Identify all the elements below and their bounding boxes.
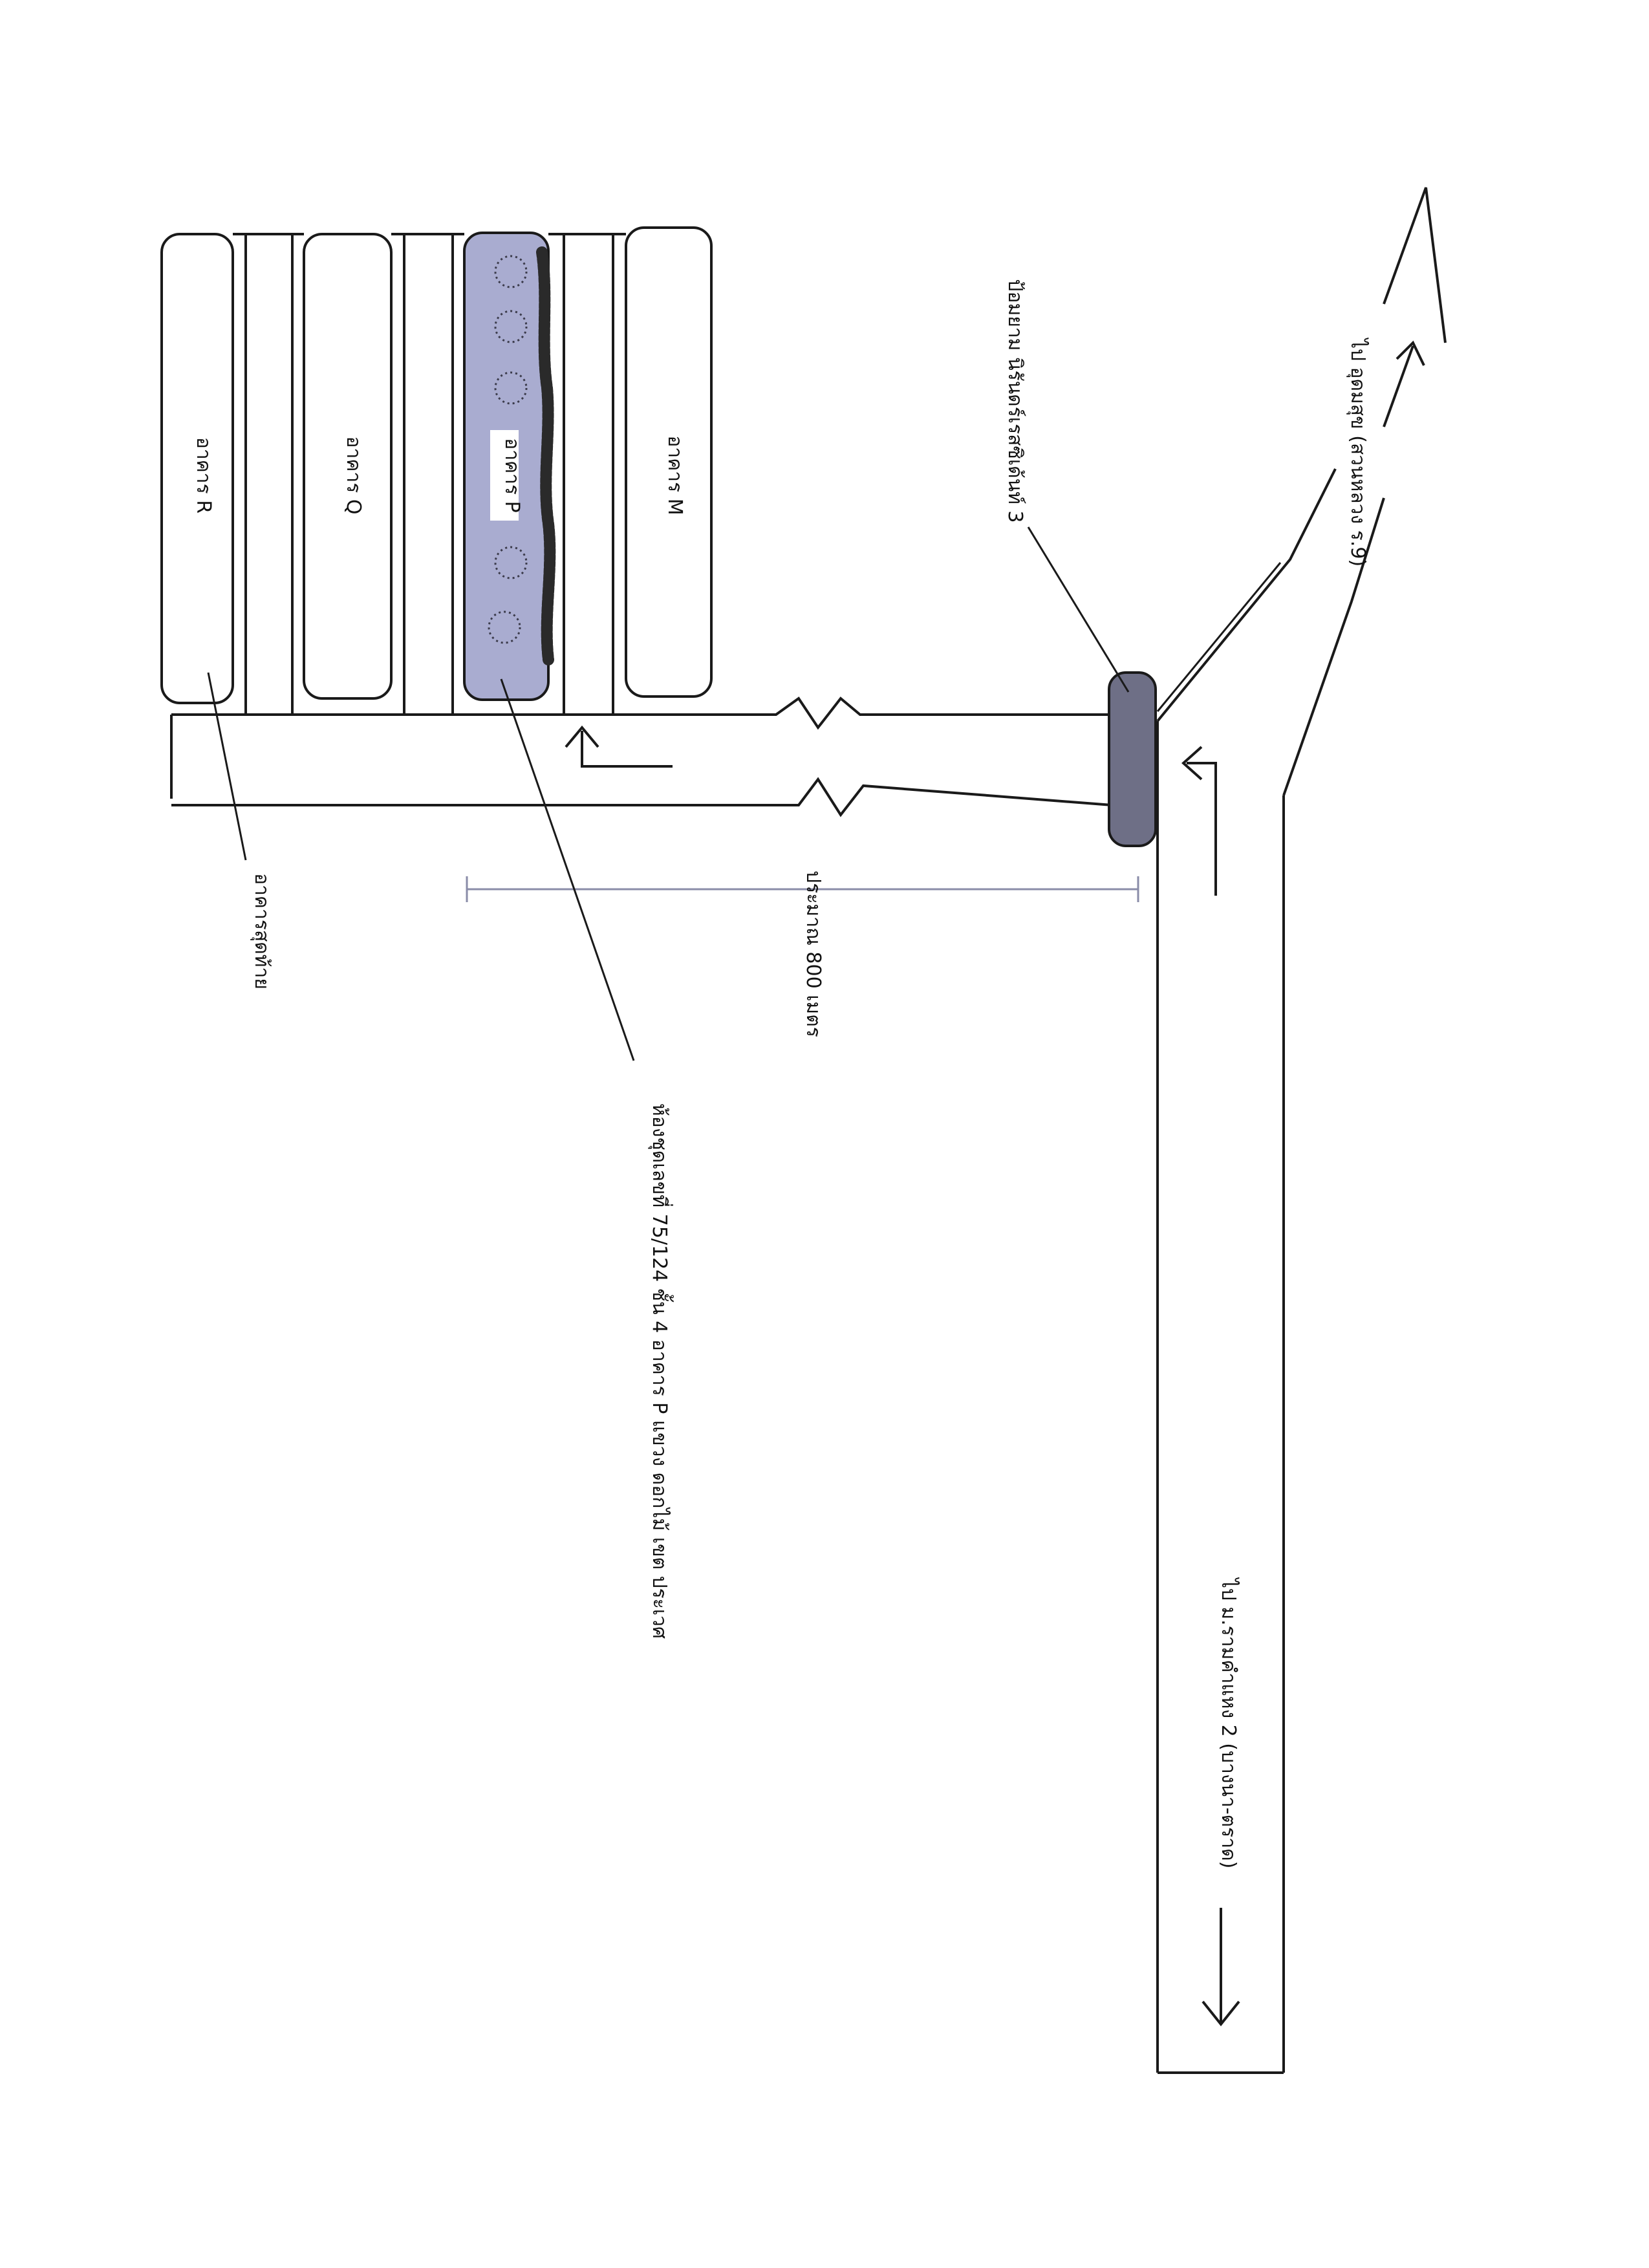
- internal-road: [170, 697, 1113, 817]
- label-last-building: อาคารสุดท้าย: [250, 873, 273, 989]
- turn-arrow-internal: [565, 725, 673, 768]
- arrow-to-udomsuk: [1383, 340, 1425, 427]
- main-road: [1156, 187, 1447, 2074]
- label-guard-post: ป้อมยาม นิรันดร์เรสซิเด้นท์ 3: [1004, 279, 1026, 523]
- label-to-ramkhamhaeng2: ไป ม.รามคำแหง 2 (บางนา-ตราด): [1217, 1577, 1240, 1869]
- building-r-label: อาคาร R: [192, 437, 215, 513]
- label-unit-address: ห้องชุดเลขที่ 75/124 ชั้น 4 อาคาร P แขวง…: [647, 1103, 674, 1639]
- building-connectors: [233, 233, 626, 715]
- building-r: [160, 233, 234, 704]
- building-p-label: อาคาร P: [501, 438, 523, 513]
- building-m: [625, 226, 713, 698]
- label-distance: ประมาณ 800 เมตร: [802, 870, 824, 1037]
- label-to-udomsuk: ไป อุดมสุข (สวนหลวง ร.9): [1346, 338, 1370, 567]
- shrub-marks: [488, 255, 528, 644]
- guard-post: [1108, 671, 1157, 847]
- leader-lines: [207, 526, 1282, 1061]
- building-q: [303, 233, 393, 700]
- arrow-to-ramkhamhaeng: [1202, 1908, 1240, 2027]
- turn-arrow-entry: [1181, 746, 1217, 896]
- building-p-label-bg: [490, 430, 519, 521]
- building-q-label: อาคาร Q: [342, 436, 365, 514]
- hedge-mark: [536, 246, 556, 665]
- scale-bar: [466, 876, 1139, 902]
- building-m-label: อาคาร M: [663, 435, 686, 515]
